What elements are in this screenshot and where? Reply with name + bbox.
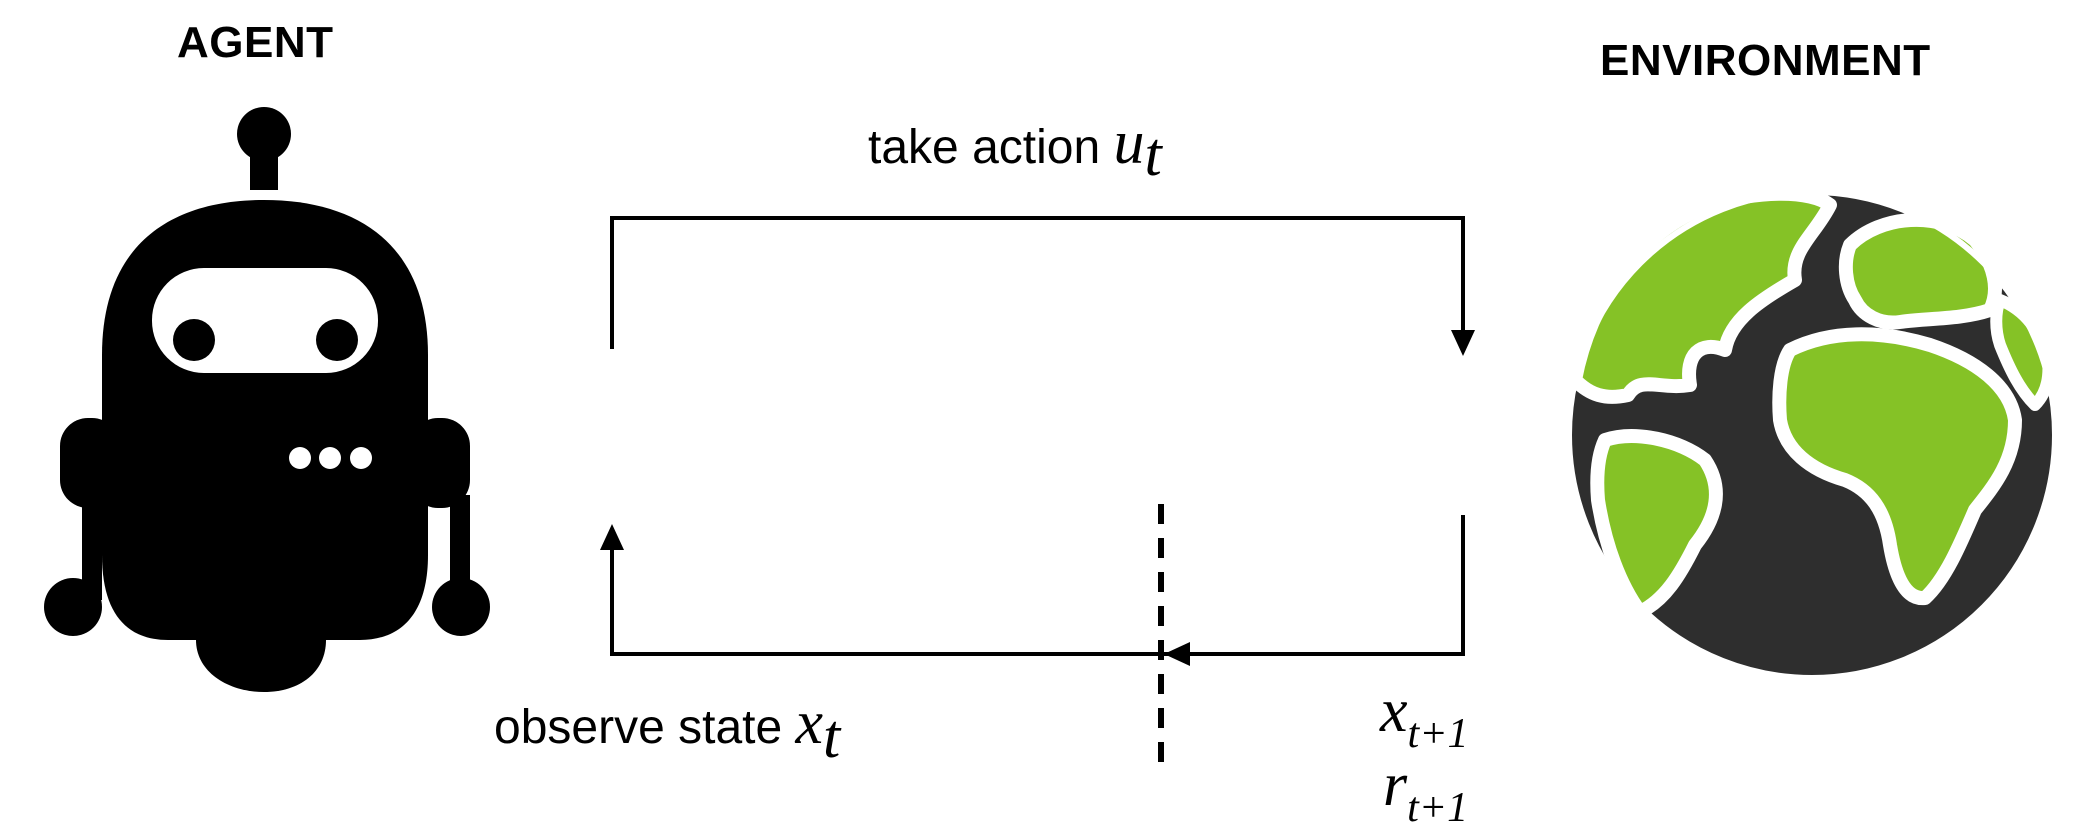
observation-subscript: t xyxy=(823,703,841,771)
action-symbol: u xyxy=(1113,109,1145,177)
next-reward-subscript: t+1 xyxy=(1407,785,1469,831)
next-state-subscript: t+1 xyxy=(1407,711,1469,757)
observation-label: observe state xt xyxy=(494,688,840,773)
environment-title: ENVIRONMENT xyxy=(1600,36,1931,85)
action-text: take action xyxy=(868,121,1114,174)
robot-icon xyxy=(44,107,490,692)
observation-text: observe state xyxy=(494,701,796,754)
next-reward-symbol: r xyxy=(1383,751,1408,819)
next-reward-label: rt+1 xyxy=(1383,754,1468,829)
action-arrow xyxy=(610,216,1475,356)
agent-title: AGENT xyxy=(177,18,334,67)
observation-symbol: x xyxy=(795,689,824,757)
action-subscript: t xyxy=(1144,121,1162,189)
next-state-label: xt+1 xyxy=(1380,680,1469,755)
next-state-symbol: x xyxy=(1380,677,1408,745)
observation-arrow xyxy=(600,515,1465,666)
action-label: take action ut xyxy=(868,108,1162,191)
globe-icon xyxy=(1566,186,2058,681)
